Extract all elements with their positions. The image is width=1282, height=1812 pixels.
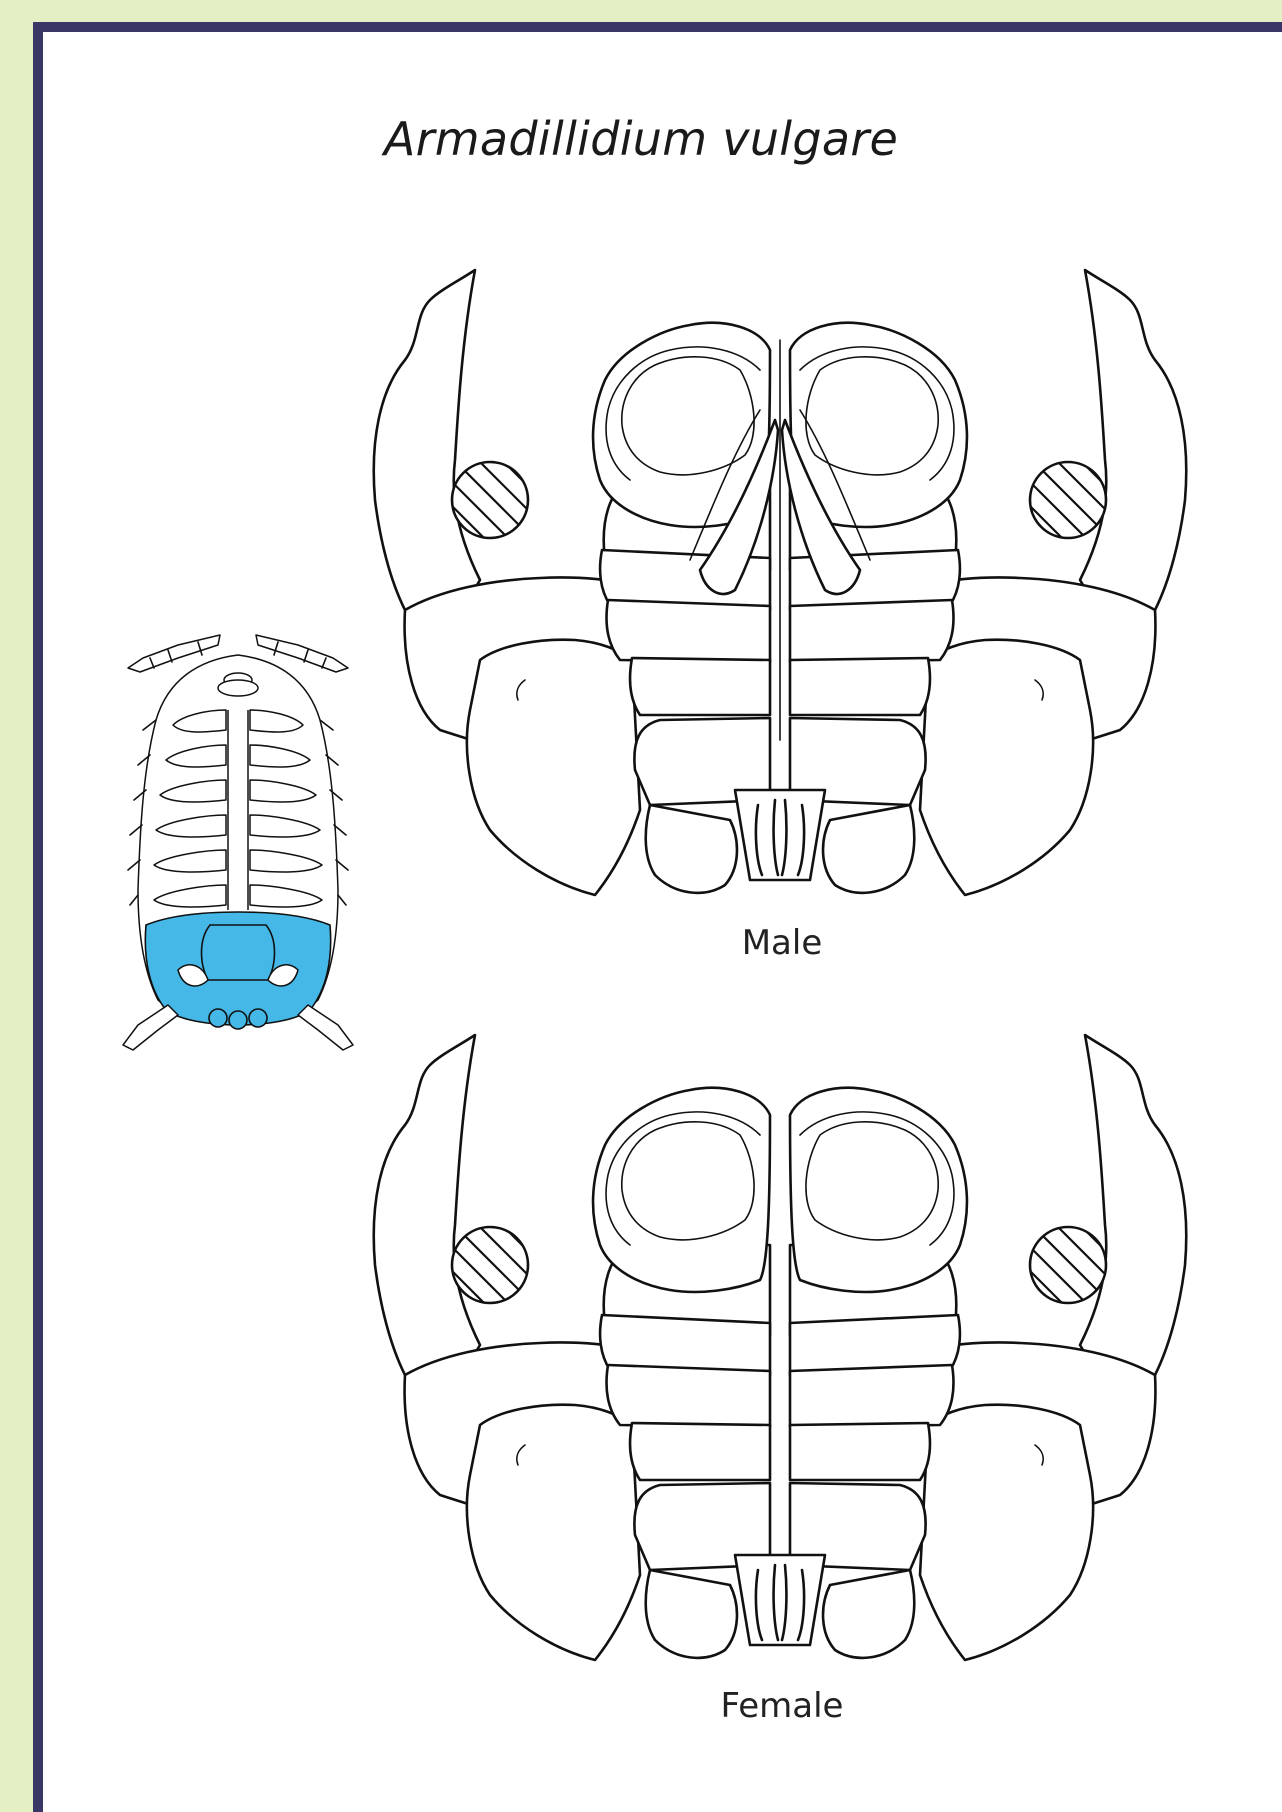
female-pleopod-diagram xyxy=(374,1035,1187,1660)
female-label: Female xyxy=(632,1686,932,1726)
woodlouse-body-thumbnail xyxy=(123,635,353,1050)
male-label: Male xyxy=(632,923,932,963)
male-pleopod-diagram xyxy=(374,270,1187,895)
